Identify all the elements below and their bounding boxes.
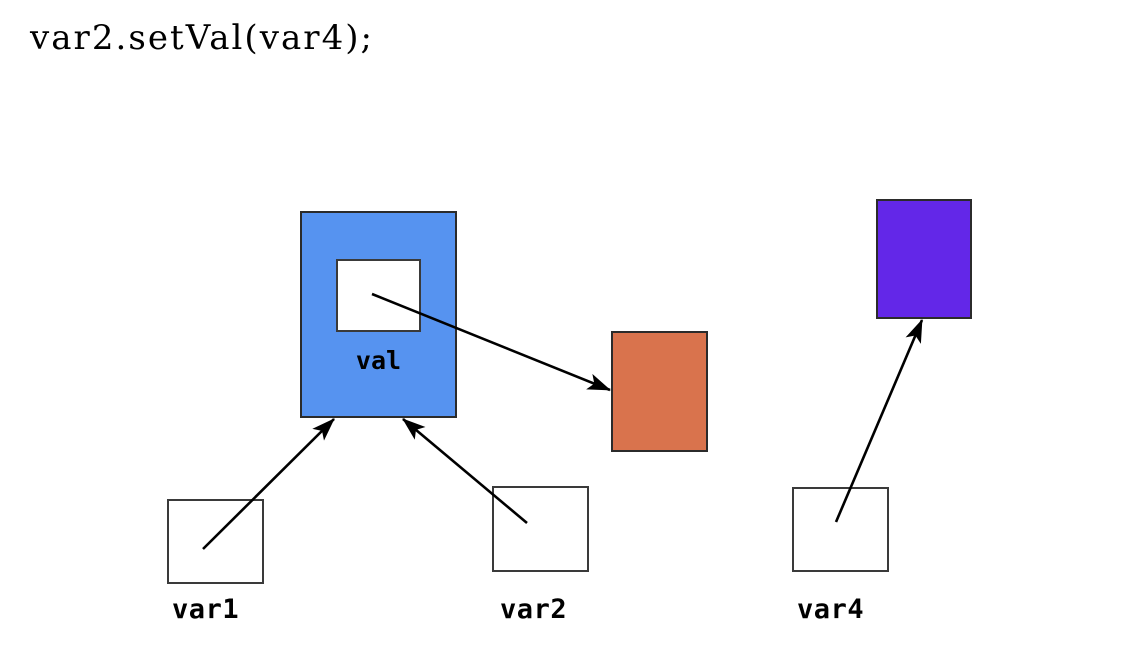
- orange-object-box: [611, 331, 708, 452]
- variable-box-var2: [492, 486, 589, 572]
- variable-box-var1: [167, 499, 264, 584]
- variable-label-var1: var1: [172, 594, 240, 625]
- val-field-label: val: [355, 346, 402, 375]
- variable-label-var4: var4: [797, 594, 865, 625]
- code-statement-title: var2.setVal(var4);: [30, 18, 375, 58]
- purple-object-box: [876, 199, 972, 319]
- variable-label-var2: var2: [500, 594, 568, 625]
- variable-box-var4: [792, 487, 889, 572]
- val-field-slot-box: [336, 259, 421, 332]
